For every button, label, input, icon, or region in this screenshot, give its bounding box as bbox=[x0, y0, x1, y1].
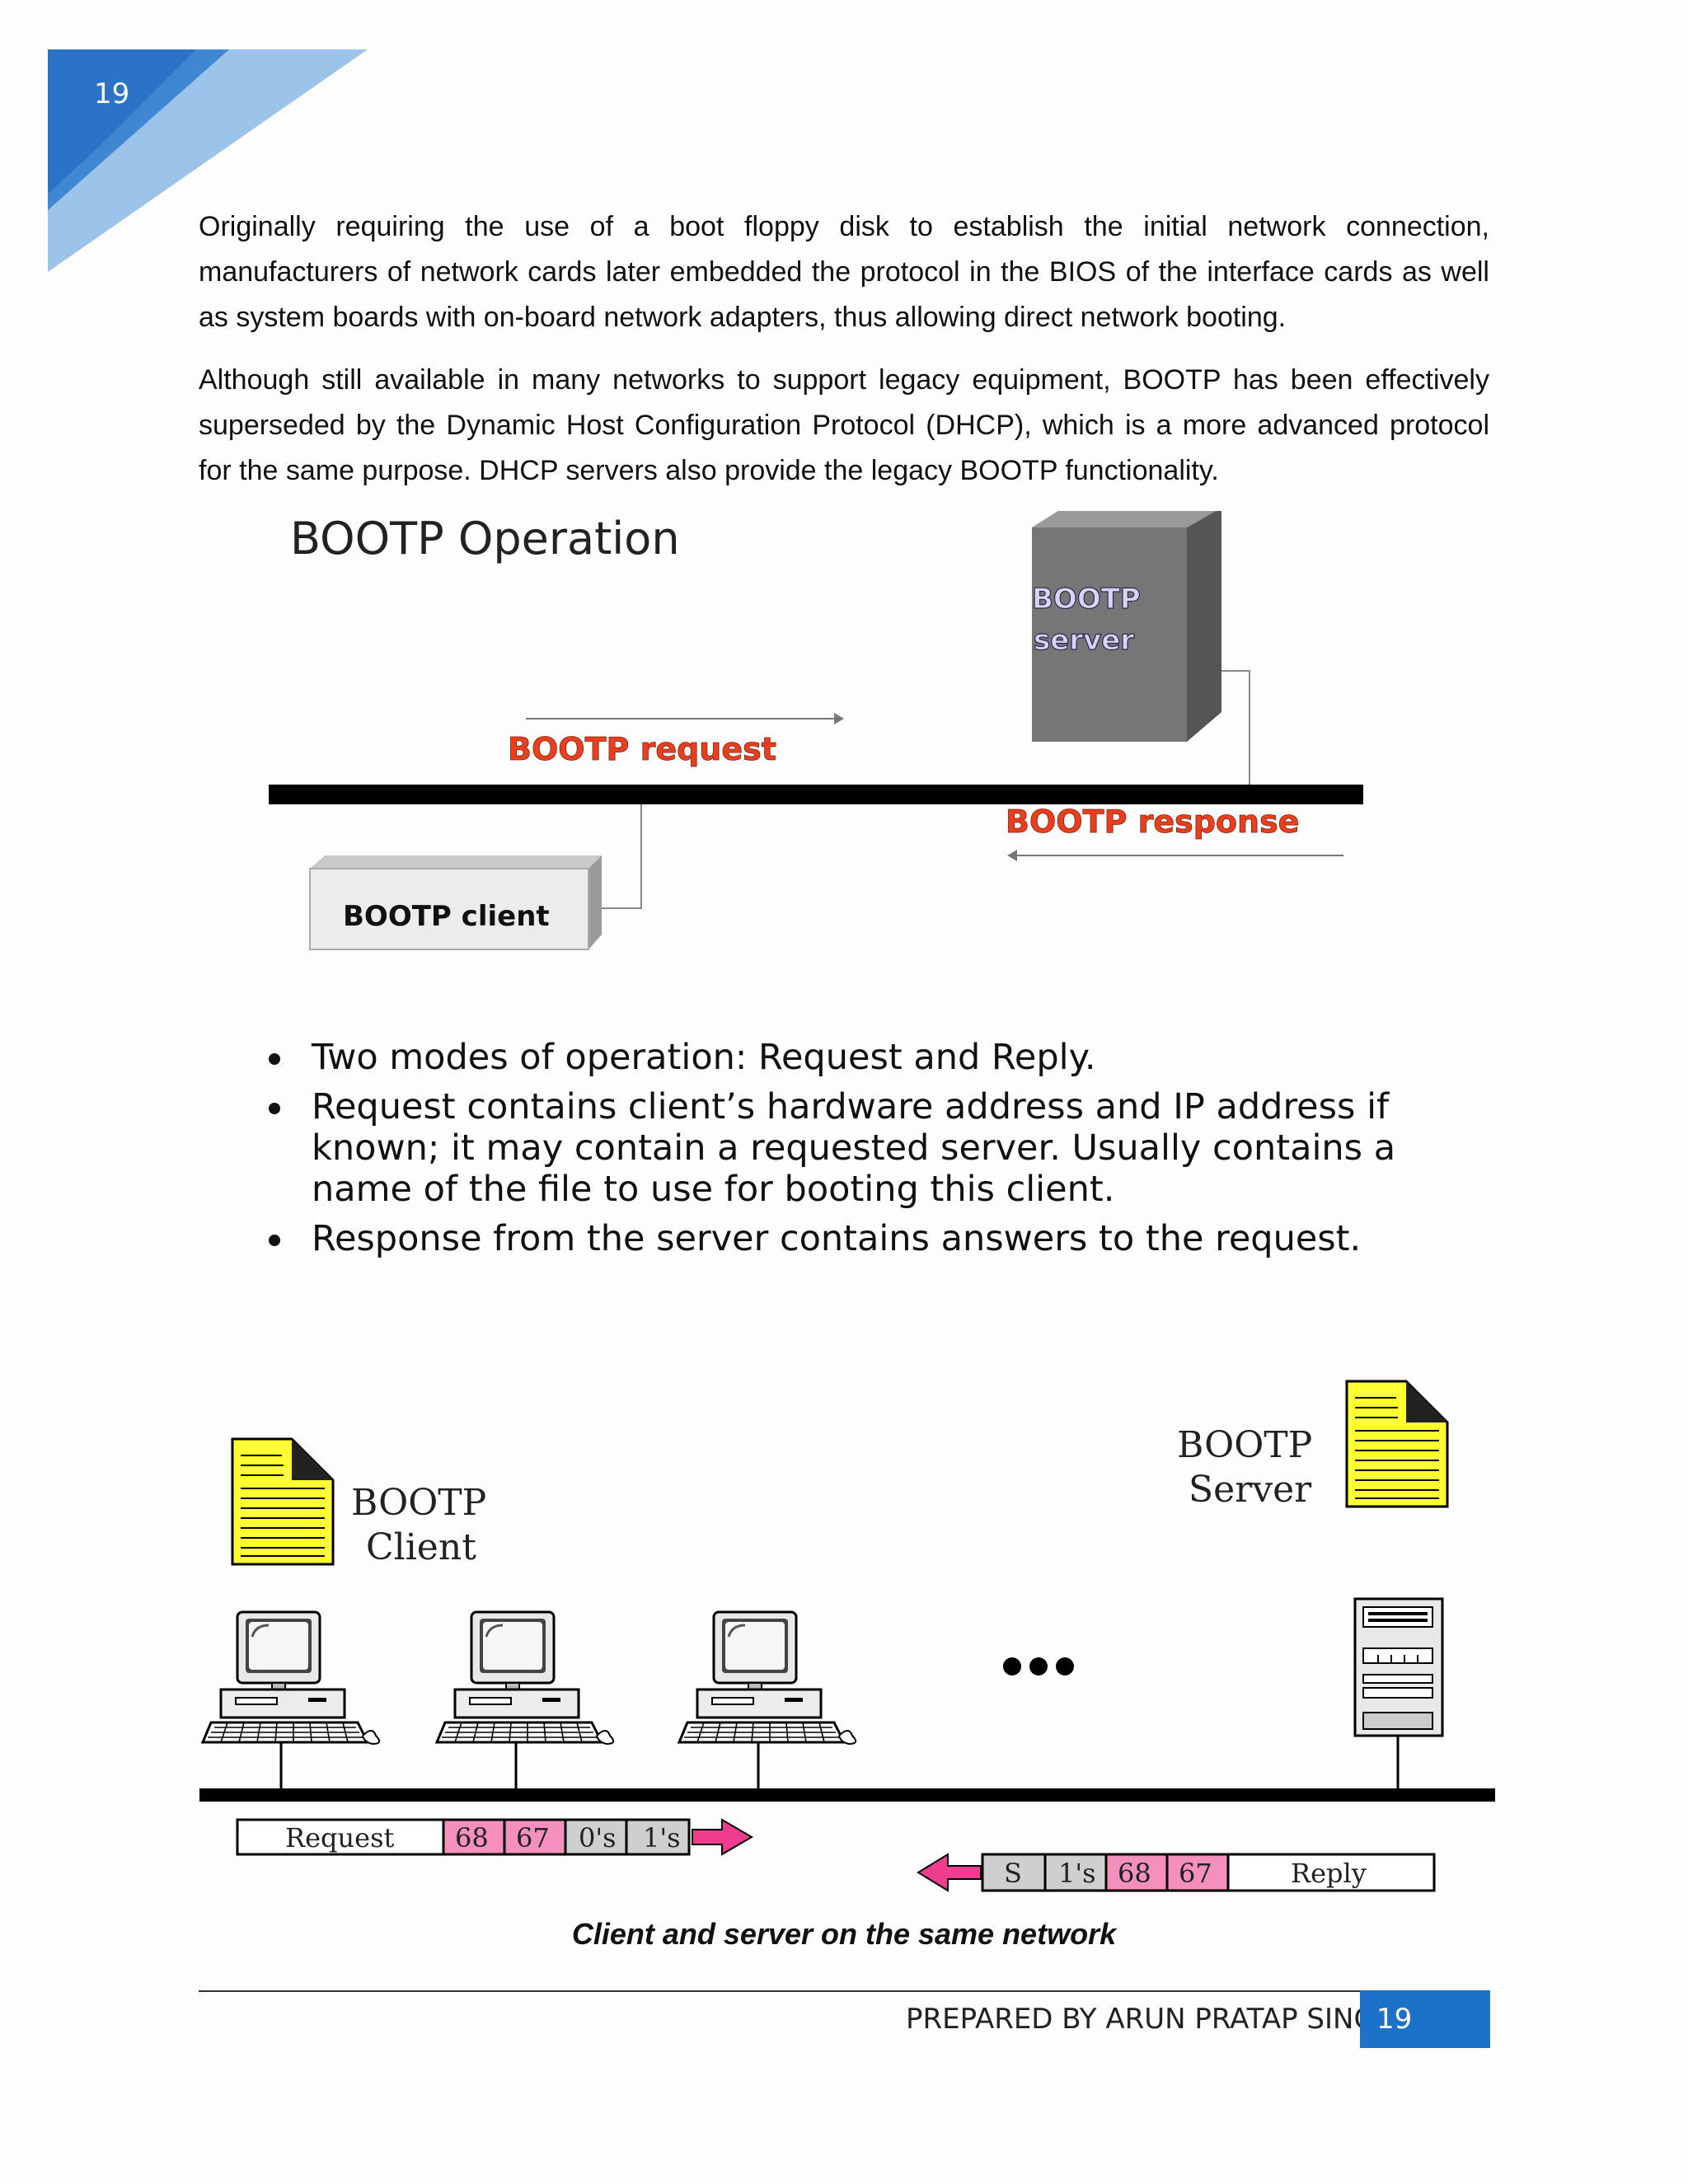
server-label-line1: BOOTP bbox=[1032, 583, 1141, 616]
reply-field-label: Reply bbox=[1291, 1858, 1367, 1889]
client-pc-2 bbox=[437, 1612, 613, 1744]
client-label-line1: BOOTP bbox=[351, 1482, 486, 1524]
bootp-client-box: BOOTP client bbox=[310, 855, 602, 949]
bullet-item-1: Two modes of operation: Request and Repl… bbox=[262, 1037, 1432, 1078]
operation-bullets: Two modes of operation: Request and Repl… bbox=[262, 1037, 1432, 1268]
request-field-zeros: 0's bbox=[579, 1822, 617, 1854]
bootp-operation-diagram: BOOTP server BOOTP request BOOTP respons… bbox=[264, 511, 1418, 972]
server-tower-icon bbox=[1355, 1599, 1442, 1736]
footer-page-number: 19 bbox=[1360, 2003, 1412, 2036]
request-field-68: 68 bbox=[455, 1822, 489, 1854]
footer-author: PREPARED BY ARUN PRATAP SINGH bbox=[906, 2003, 1396, 2036]
bullet-item-3: Response from the server contains answer… bbox=[262, 1218, 1432, 1259]
reply-packet: S 1's 68 67 Reply bbox=[918, 1854, 1434, 1891]
request-label: BOOTP request bbox=[508, 731, 776, 767]
server-label-line1: BOOTP bbox=[1177, 1424, 1312, 1466]
request-field-67: 67 bbox=[516, 1822, 550, 1854]
response-label: BOOTP response bbox=[1006, 804, 1299, 840]
ellipsis-dots bbox=[1003, 1657, 1074, 1675]
client-label-line2: Client bbox=[366, 1526, 476, 1568]
server-label-line2: Server bbox=[1189, 1469, 1312, 1511]
client-pc-3 bbox=[679, 1612, 856, 1744]
figure-caption: Client and server on the same network bbox=[0, 1917, 1688, 1952]
bootp-server-box: BOOTP server bbox=[1032, 511, 1221, 742]
client-server-network-diagram: BOOTP Client BOOTP Server bbox=[190, 1368, 1508, 1896]
reply-field-s: S bbox=[1004, 1858, 1022, 1889]
footer-divider bbox=[199, 1990, 1361, 1992]
body-paragraph-2: Although still available in many network… bbox=[199, 358, 1489, 494]
body-paragraph-1: Originally requiring the use of a boot f… bbox=[199, 204, 1489, 340]
request-packet: Request 68 67 0's 1's bbox=[237, 1820, 752, 1854]
client-pc-1 bbox=[203, 1612, 379, 1744]
reply-field-67: 67 bbox=[1179, 1858, 1212, 1889]
network-bus bbox=[199, 1788, 1495, 1802]
reply-field-68: 68 bbox=[1118, 1858, 1151, 1889]
reply-field-ones: 1's bbox=[1058, 1858, 1096, 1889]
request-field-label: Request bbox=[285, 1822, 394, 1854]
server-label-line2: server bbox=[1034, 624, 1134, 657]
client-label: BOOTP client bbox=[343, 900, 550, 933]
bullet-item-2: Request contains client’s hardware addre… bbox=[262, 1086, 1432, 1210]
server-file-icon bbox=[1347, 1381, 1447, 1507]
page-number-top: 19 bbox=[94, 77, 129, 110]
footer-page-badge: 19 bbox=[1360, 1990, 1490, 2048]
request-field-ones: 1's bbox=[643, 1822, 681, 1854]
client-file-icon bbox=[232, 1439, 333, 1564]
